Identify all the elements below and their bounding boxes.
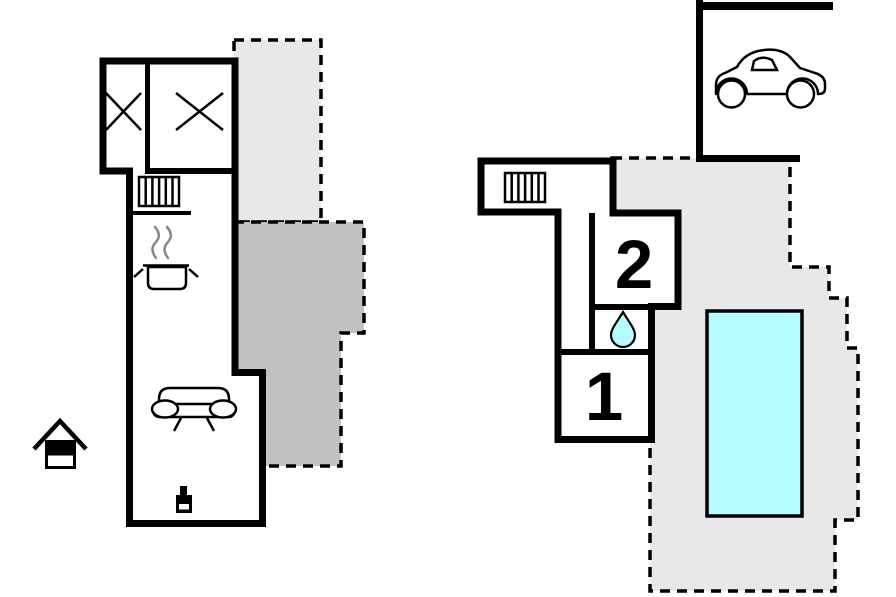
building-left (99, 57, 266, 527)
terrace-upper-left (232, 38, 323, 224)
carport (696, 0, 833, 162)
car-icon (714, 48, 827, 109)
window-cross-icon-large (175, 92, 224, 131)
sofa-icon (150, 386, 238, 432)
stairs-icon-left (137, 175, 181, 208)
stove-pot-icon (133, 225, 199, 291)
water-drop-icon (609, 309, 637, 349)
wood-stove-icon (176, 486, 192, 513)
window-cross-icon-small (105, 92, 142, 131)
swimming-pool (705, 309, 804, 518)
bedroom1-number: 1 (585, 358, 623, 435)
stairs-icon-right (503, 171, 547, 204)
building-right: 2 1 (477, 157, 682, 443)
annex-house-icon (32, 417, 88, 469)
bedroom2-number: 2 (615, 226, 653, 303)
